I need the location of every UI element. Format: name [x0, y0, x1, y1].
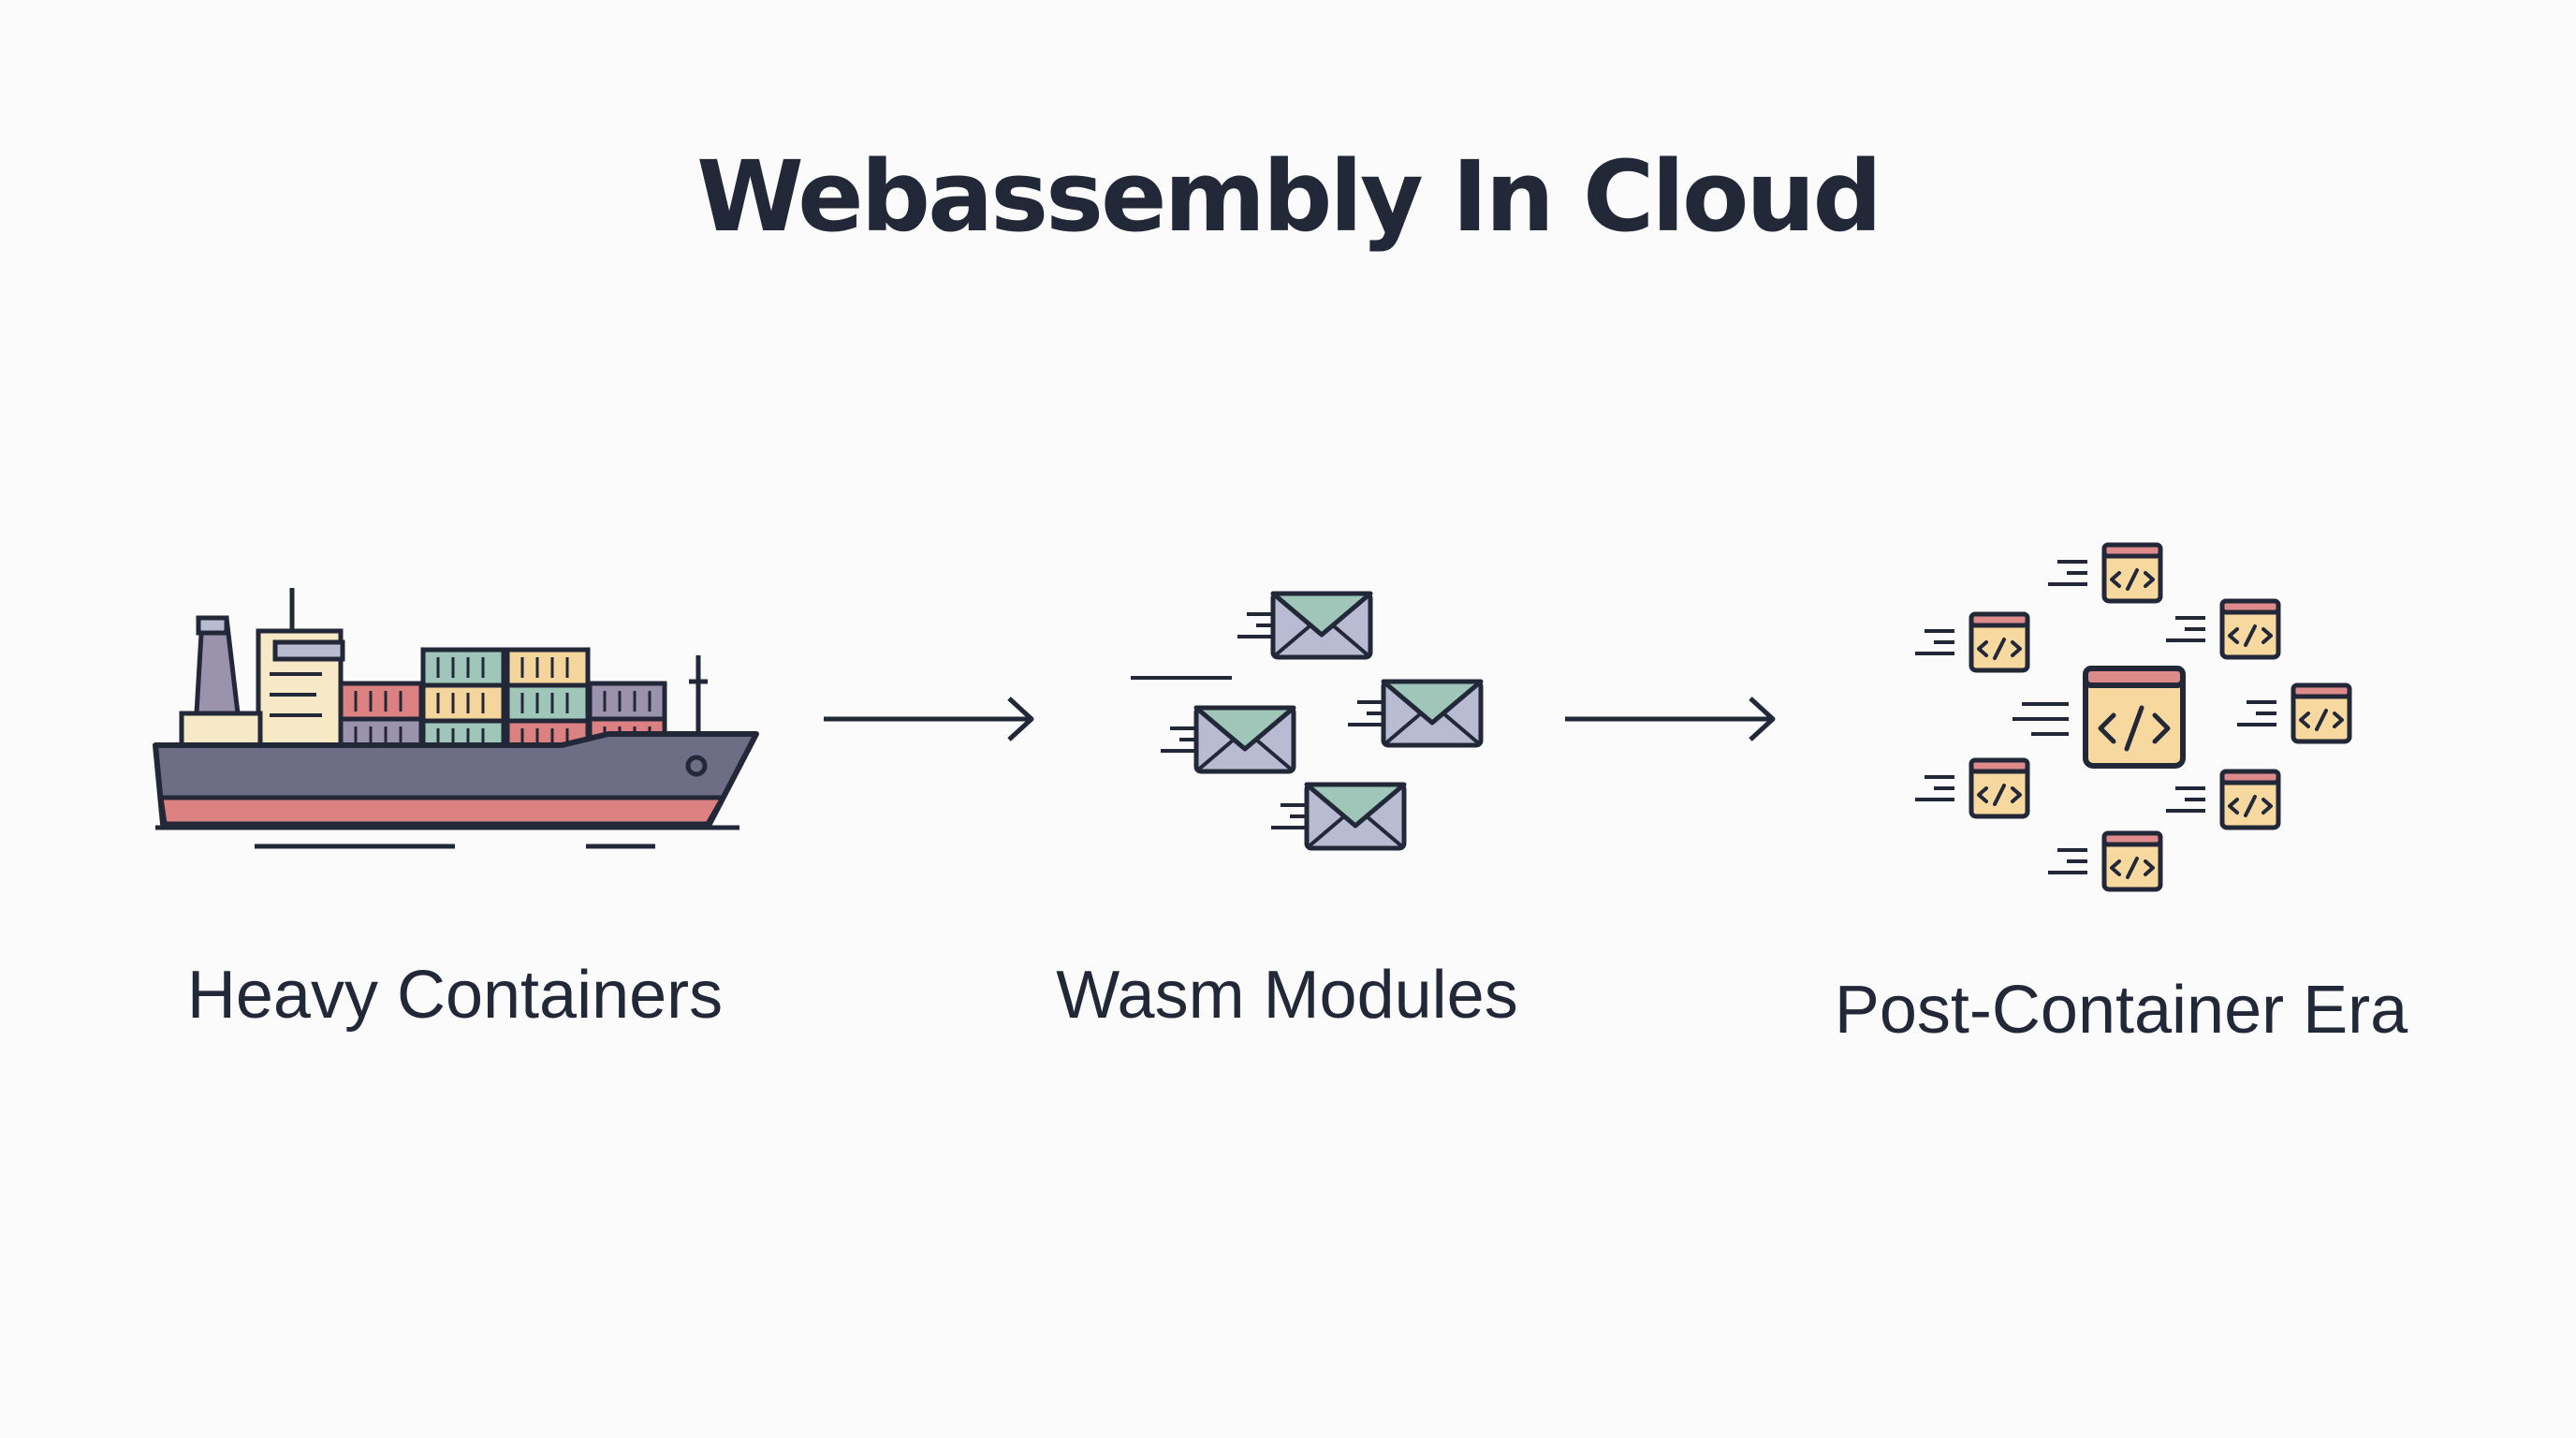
stage-label-heavy-containers: Heavy Containers	[186, 958, 724, 1033]
code-window-cluster-icon	[1913, 545, 2349, 889]
page-title: Webassembly In Cloud	[696, 139, 1882, 254]
flow-arrow-2	[1565, 697, 1776, 741]
stage-label-post-container-era: Post-Container Era	[1834, 973, 2408, 1048]
cargo-ship-icon	[153, 588, 759, 849]
stage-label-wasm-modules: Wasm Modules	[1056, 958, 1518, 1033]
flow-arrow-1	[824, 697, 1034, 741]
envelope-modules-icon	[1131, 594, 1481, 848]
